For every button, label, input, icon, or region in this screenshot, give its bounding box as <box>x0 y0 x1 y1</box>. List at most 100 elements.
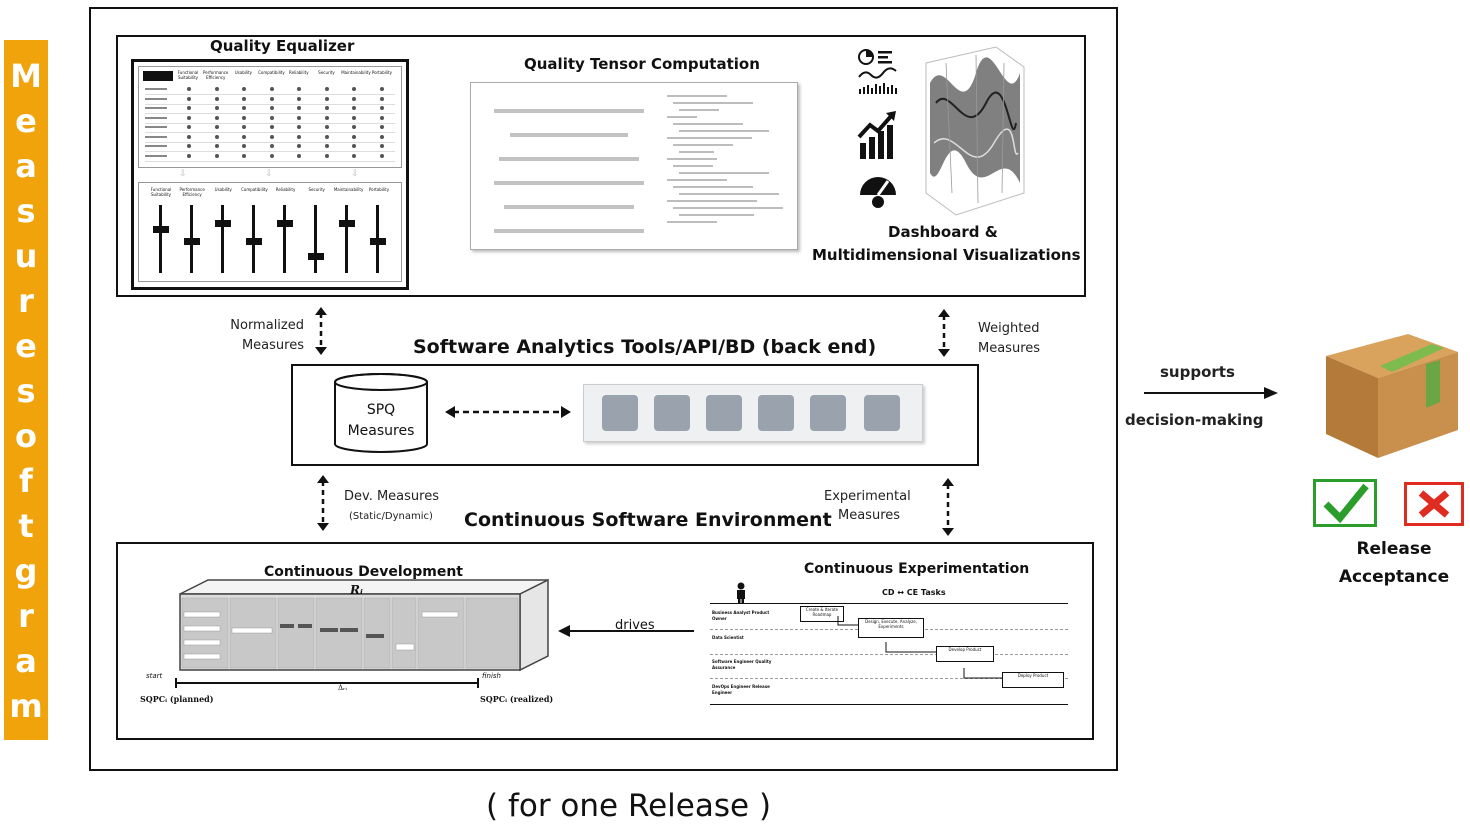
analytics-tools-strip <box>583 384 923 442</box>
equalizer-cell-mark <box>187 96 191 101</box>
tensor-equation-line <box>503 205 634 209</box>
equalizer-cell-mark <box>352 125 356 129</box>
tensor-equation-line <box>498 157 639 161</box>
equalizer-row-label <box>145 88 167 90</box>
equalizer-slider-knob[interactable] <box>369 238 386 245</box>
tensor-equations <box>481 93 656 238</box>
ri-label: Rᵢ <box>350 583 363 597</box>
equalizer-slider-knob[interactable] <box>152 226 169 233</box>
swimlane-top-rule <box>710 603 1068 604</box>
cse-title: Continuous Software Environment <box>464 509 832 531</box>
dev-measures-arrow <box>317 475 329 531</box>
equalizer-cell-mark <box>242 115 246 120</box>
equalizer-slider-track[interactable] <box>314 205 317 273</box>
code-line <box>673 186 753 188</box>
swimlane-bottom-rule <box>710 704 1068 705</box>
equalizer-table-header-cell <box>143 71 173 81</box>
equalizer-cell-mark <box>352 153 356 158</box>
equalizer-row <box>145 114 395 124</box>
weighted-label-line1: Weighted <box>978 321 1040 336</box>
banner-letter: e <box>15 102 37 140</box>
top-panel: Quality Equalizer Functional Suitability… <box>116 35 1086 297</box>
release-acceptance-label: Release Acceptance <box>1320 535 1468 591</box>
equalizer-cell-mark <box>379 96 384 101</box>
equalizer-slider-track[interactable] <box>283 205 286 273</box>
static-dynamic-label: (Static/Dynamic) <box>349 511 433 522</box>
dashboard-icon-set <box>857 49 897 208</box>
equalizer-slider-label: Reliability <box>275 187 296 192</box>
backend-title: Software Analytics Tools/API/BD (back en… <box>413 336 877 358</box>
equalizer-cell-mark <box>324 134 329 139</box>
swimlane-divider <box>710 678 1068 679</box>
code-line <box>673 144 733 146</box>
equalizer-row <box>145 152 395 162</box>
hierarchy-icon <box>706 395 742 431</box>
equalizer-cell-mark <box>324 96 329 101</box>
equalizer-row <box>145 123 395 133</box>
code-line <box>667 95 727 97</box>
equalizer-slider-knob[interactable] <box>338 220 355 227</box>
equalizer-row-label <box>145 116 167 119</box>
equalizer-slider-track[interactable] <box>221 205 224 273</box>
settings-gears-icon <box>602 395 638 431</box>
equalizer-slider-knob[interactable] <box>245 238 262 245</box>
tensor-computation-figure <box>470 82 798 250</box>
cd-title: Continuous Development <box>264 564 463 580</box>
normalized-arrow <box>315 307 327 355</box>
equalizer-slider-knob[interactable] <box>276 220 293 227</box>
dashboard-icons <box>856 47 902 217</box>
equalizer-cell-mark <box>352 115 356 120</box>
ce-task-box: Deploy Product <box>1002 672 1064 688</box>
function-chart-icon <box>654 395 690 431</box>
dev-measures-label: Dev. Measures <box>344 489 439 504</box>
equalizer-cell-mark <box>214 106 219 110</box>
dashboard-title-line1: Dashboard & <box>888 223 998 241</box>
code-line <box>679 151 714 153</box>
equalizer-cell-mark <box>324 115 329 120</box>
finish-label: finish <box>482 672 501 680</box>
ce-role-label: Data Scientist <box>712 634 744 640</box>
equalizer-cell-mark <box>352 87 356 91</box>
equalizer-cell-mark <box>242 106 246 110</box>
equalizer-row <box>145 85 395 95</box>
equalizer-cell-mark <box>187 87 191 91</box>
equalizer-slider-knob[interactable] <box>214 220 231 227</box>
surface-plot-3d <box>916 43 1028 219</box>
equalizer-row-label <box>145 97 167 100</box>
equalizer-header-cell: Security <box>318 70 335 75</box>
equalizer-header-cell: Performance Efficiency <box>203 70 229 80</box>
equalizer-cell-mark <box>324 106 329 110</box>
banner-letter: r <box>18 597 34 635</box>
code-line <box>679 214 754 216</box>
equalizer-arrows: ⇩⇩⇩ <box>179 169 359 179</box>
equalizer-cell-mark <box>269 87 274 91</box>
equalizer-sliders <box>147 205 393 275</box>
supports-label: supports <box>1160 363 1235 381</box>
equalizer-slider-track[interactable] <box>159 205 162 273</box>
equalizer-cell-mark <box>324 144 329 148</box>
equalizer-slider-track[interactable] <box>345 205 348 273</box>
normalized-label-line2: Measures <box>241 338 304 353</box>
experimental-label-line2: Measures <box>838 508 901 523</box>
normalized-label-line1: Normalized <box>230 318 304 333</box>
equalizer-slider-knob[interactable] <box>307 253 324 260</box>
equalizer-cell-mark <box>297 125 301 129</box>
equalizer-slider-knob[interactable] <box>183 238 200 245</box>
equalizer-cell-mark <box>214 134 219 139</box>
equalizer-slider-label: Security <box>308 187 325 192</box>
experimental-label-line1: Experimental <box>824 489 911 504</box>
code-line <box>673 123 743 125</box>
code-line <box>679 130 769 132</box>
swimlane-divider <box>710 654 1068 655</box>
equalizer-row <box>145 142 395 152</box>
sqpc-planned-label: SQPCᵢ (planned) <box>140 694 214 704</box>
ce-task-box: Develop Product <box>936 646 994 662</box>
equalizer-cell-mark <box>352 134 356 139</box>
equalizer-cell-mark <box>297 96 301 101</box>
code-line <box>673 207 783 209</box>
ce-task-box: Design, Execute, Analyze, Experiments <box>858 618 924 638</box>
banner-letter: r <box>18 282 34 320</box>
